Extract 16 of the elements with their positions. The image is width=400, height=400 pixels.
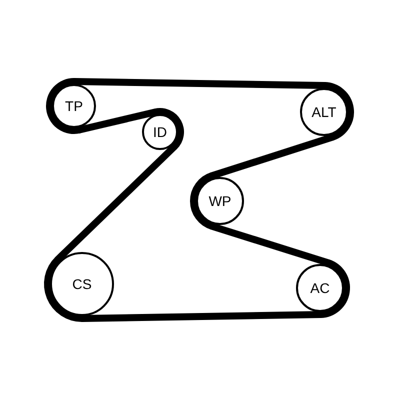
- pulley-label: ID: [153, 124, 167, 140]
- belt-segment: [208, 222, 332, 266]
- pulley-label: ALT: [312, 104, 336, 120]
- pulley-label: TP: [65, 98, 83, 114]
- pulley-label: AC: [310, 280, 330, 296]
- belt-segment: [54, 143, 178, 263]
- belt-segment: [79, 311, 324, 322]
- pulley-label: WP: [208, 193, 232, 209]
- pulley-circle: [300, 88, 348, 136]
- pulley-circle: [296, 264, 344, 312]
- belt-segment: [208, 134, 336, 180]
- pulley-circle: [196, 177, 244, 225]
- pulley-label: CS: [72, 276, 92, 292]
- pulley-circle: [50, 252, 114, 316]
- belt-segment: [76, 108, 159, 134]
- belt-segment: [70, 78, 328, 89]
